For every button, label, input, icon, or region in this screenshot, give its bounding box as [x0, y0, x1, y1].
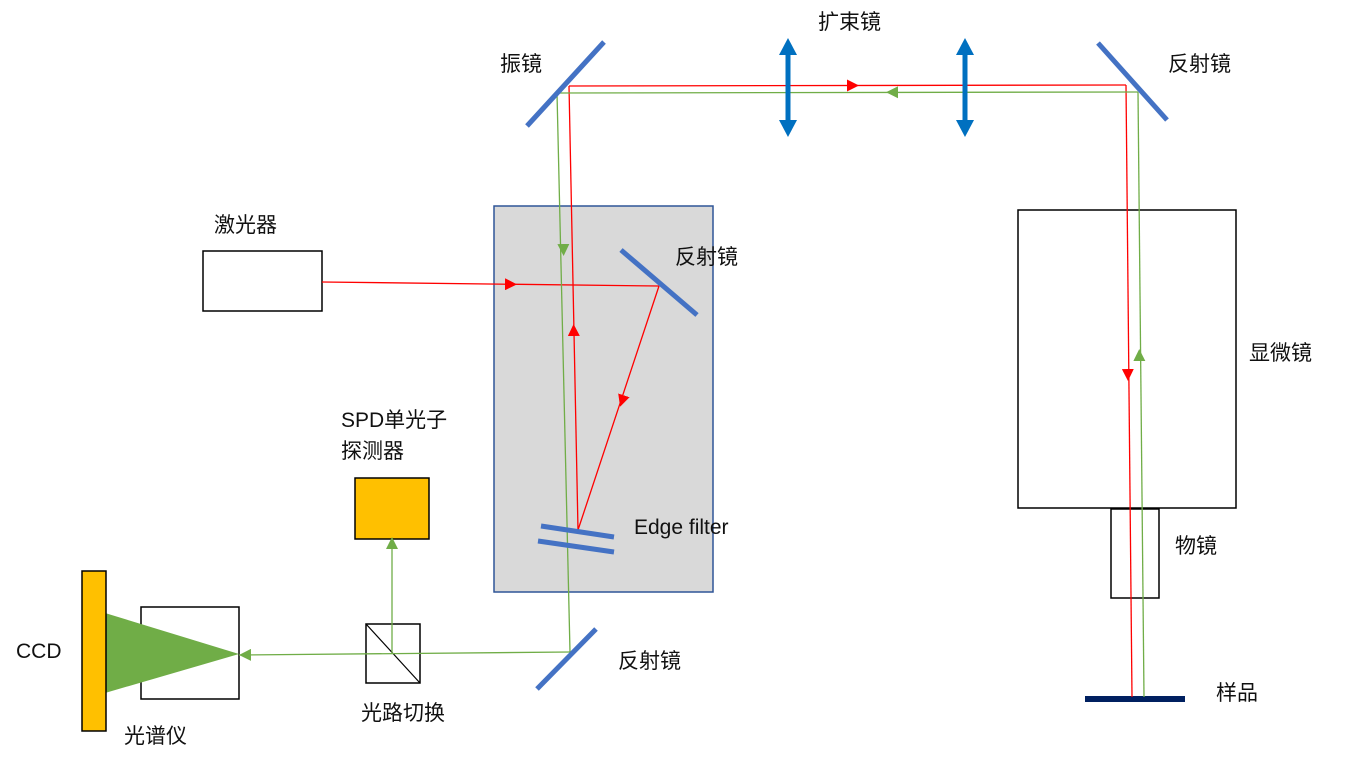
- mirror-top-right: [1096, 41, 1169, 122]
- beam-expander-lens-left: [779, 38, 797, 137]
- spectrometer-label: 光谱仪: [124, 724, 187, 748]
- sample-plate: [1085, 696, 1185, 702]
- mirror-inner-label: 反射镜: [675, 245, 738, 269]
- sample-label: 样品: [1216, 681, 1258, 705]
- microscope-body: [1017, 209, 1237, 509]
- spectrometer-light-cone: [105, 613, 239, 693]
- signal-beam-path: [238, 91, 1145, 698]
- edge-filter-label: Edge filter: [634, 516, 729, 539]
- mirror-inner: [619, 248, 699, 317]
- edge-filter-plates: [537, 523, 615, 555]
- ccd-label: CCD: [16, 640, 62, 663]
- mirror-bottom-label: 反射镜: [618, 649, 681, 673]
- galvo-mirror: [525, 40, 606, 128]
- laser-label: 激光器: [214, 213, 277, 237]
- spd-detector-box: [354, 477, 430, 540]
- path-switch-label: 光路切换: [361, 701, 445, 725]
- mirror-bottom: [535, 627, 598, 691]
- beam-expander-label: 扩束镜: [818, 10, 881, 34]
- spd-label-line2: 探测器: [341, 439, 404, 463]
- laser-box: [202, 250, 323, 312]
- mirror-top-right-label: 反射镜: [1168, 52, 1231, 76]
- excitation-beam-path: [321, 84, 1133, 698]
- galvo-mirror-label: 振镜: [500, 52, 542, 76]
- filter-housing-box: [493, 205, 714, 593]
- objective-label: 物镜: [1175, 534, 1217, 558]
- beam-expander-lens-right: [956, 38, 974, 137]
- objective-lens-box: [1110, 508, 1160, 599]
- microscope-label: 显微镜: [1249, 341, 1312, 365]
- spd-label-line1: SPD单光子: [341, 409, 448, 432]
- ccd-detector-bar: [81, 570, 107, 732]
